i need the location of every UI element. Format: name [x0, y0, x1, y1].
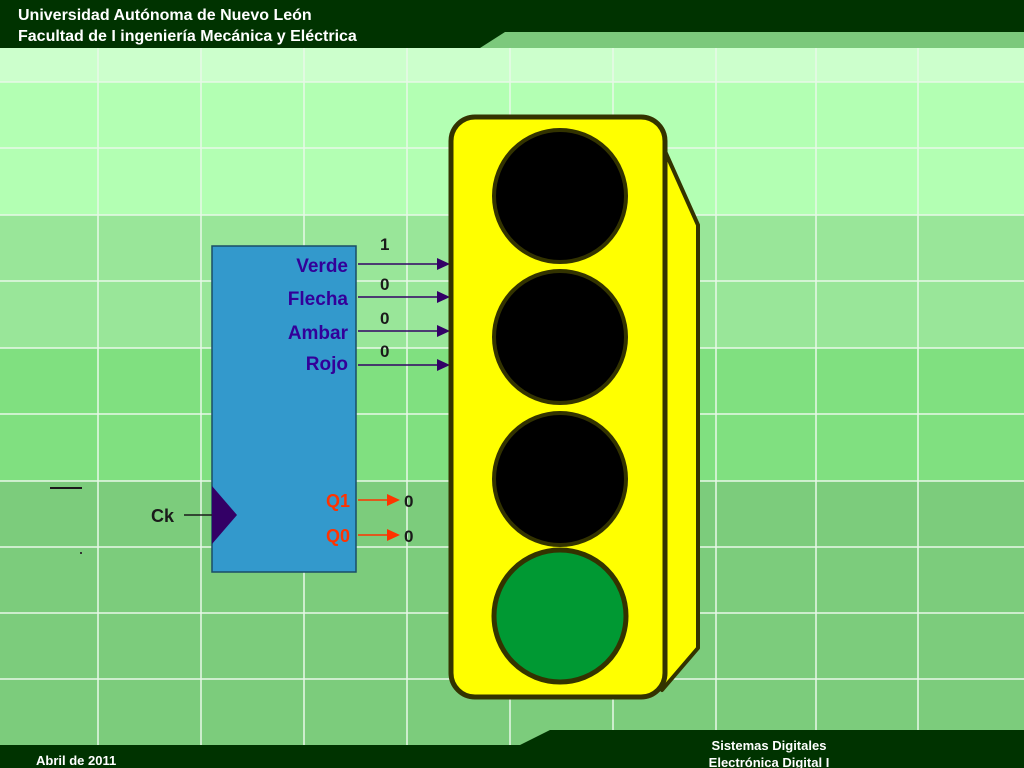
- rojo-arrow-icon: [437, 359, 450, 371]
- state-value-q1: 0: [404, 492, 413, 511]
- output-label-verde: Verde: [296, 256, 348, 277]
- ambar-arrow-icon: [437, 325, 450, 337]
- logic-block: [211, 245, 357, 573]
- q0-arrow-icon: [387, 529, 400, 541]
- output-label-rojo: Rojo: [306, 354, 348, 375]
- footer-course-title: Sistemas Digitales: [711, 738, 827, 753]
- state-value-q0: 0: [404, 527, 413, 546]
- output-value-flecha: 0: [380, 275, 389, 294]
- output-label-flecha: Flecha: [288, 289, 349, 310]
- output-value-ambar: 0: [380, 309, 389, 328]
- faculty-name: Facultad de I ingeniería Mecánica y Eléc…: [18, 28, 357, 45]
- footer-date: Abril de 2011: [36, 753, 117, 768]
- output-value-rojo: 0: [380, 342, 389, 361]
- traffic-light-body: [448, 114, 668, 700]
- university-name: Universidad Autónoma de Nuevo León: [18, 7, 312, 24]
- verde-arrow-icon: [437, 258, 450, 270]
- clock-label: Ck: [151, 506, 175, 526]
- lamp-1: [492, 128, 628, 264]
- output-value-verde: 1: [380, 235, 389, 254]
- state-label-q1: Q1: [326, 491, 350, 511]
- clock-input-triangle: [212, 486, 237, 544]
- footer-course-subtitle: Electrónica Digital I: [708, 755, 830, 768]
- state-label-q0: Q0: [326, 526, 350, 546]
- output-label-ambar: Ambar: [288, 323, 349, 344]
- lamp-2: [492, 269, 628, 405]
- flecha-arrow-icon: [437, 291, 450, 303]
- lamp-4: [491, 547, 629, 685]
- lamp-3: [492, 411, 628, 547]
- q1-arrow-icon: [387, 494, 400, 506]
